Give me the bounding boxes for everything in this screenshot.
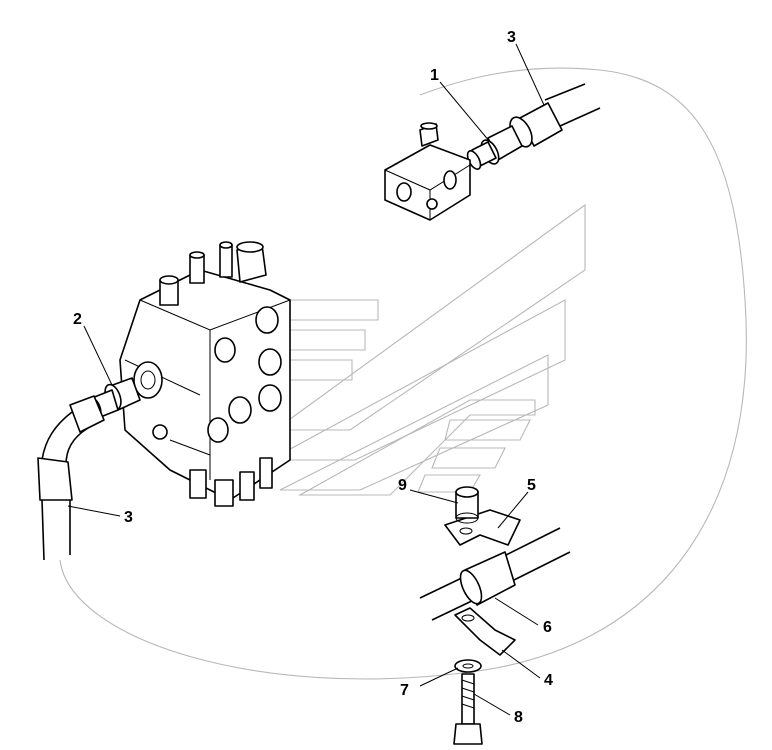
callout-3-lower: 3	[124, 509, 133, 526]
pipe-clamp-assembly	[419, 486, 571, 745]
callout-1: 1	[430, 67, 439, 84]
callout-9: 9	[398, 477, 407, 494]
callout-8: 8	[514, 709, 523, 726]
callout-7: 7	[400, 682, 409, 699]
hose-routing-loop	[59, 67, 747, 680]
leader-lines	[67, 43, 545, 716]
adapter-fitting-upper	[466, 125, 523, 170]
hose-lower-left	[37, 395, 105, 561]
callout-4: 4	[544, 672, 553, 689]
callout-2: 2	[73, 311, 82, 328]
watermark-logo	[231, 203, 586, 496]
callout-6: 6	[543, 619, 552, 636]
control-valve-assembly	[119, 241, 291, 507]
check-valve-block	[384, 122, 471, 221]
callout-3-upper: 3	[507, 29, 516, 46]
callout-5: 5	[527, 477, 536, 494]
